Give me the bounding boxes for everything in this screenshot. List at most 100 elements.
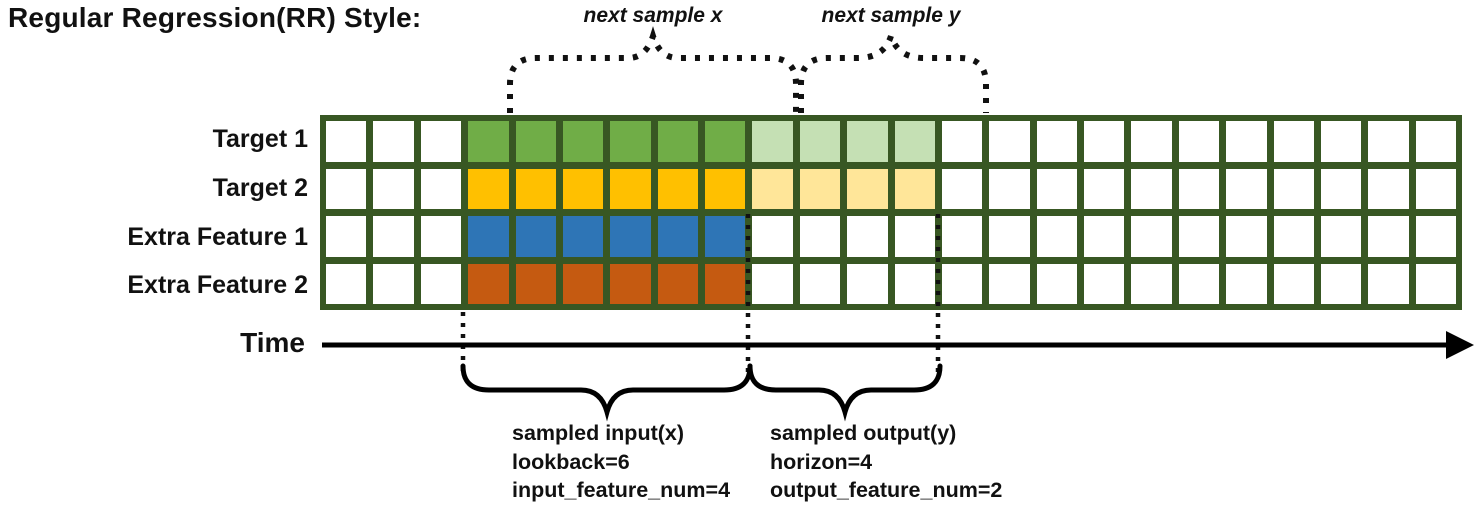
- grid-cell: [941, 168, 983, 209]
- grid-cell: [1368, 263, 1409, 304]
- grid-cell: [1415, 263, 1456, 304]
- grid-cell: [1368, 168, 1409, 209]
- grid-cell: [1368, 216, 1409, 257]
- grid-cell: [1320, 216, 1362, 257]
- grid-cell: [1415, 216, 1456, 257]
- grid-cell: [1036, 263, 1077, 304]
- grid-cell: [1320, 168, 1362, 209]
- grid-cell: [468, 216, 509, 257]
- grid-cell: [468, 121, 509, 162]
- grid-cell: [1084, 216, 1125, 257]
- page-title: Regular Regression(RR) Style:: [8, 2, 422, 33]
- row-label-extra-feature-1: Extra Feature 1: [127, 223, 308, 251]
- grid-cell: [989, 216, 1030, 257]
- next-sample-y-brace: [798, 26, 989, 113]
- grid-cell: [847, 263, 888, 304]
- grid-cell: [1131, 168, 1172, 209]
- grid-cell: [657, 263, 698, 304]
- grid-cell: [799, 121, 841, 162]
- grid-cell: [941, 263, 983, 304]
- grid-cell: [657, 216, 698, 257]
- output-annotation-line: output_feature_num=2: [770, 478, 1003, 502]
- output-annotation-line: horizon=4: [770, 449, 873, 474]
- grid-cell: [752, 168, 793, 209]
- grid-cell: [1226, 121, 1267, 162]
- grid-cell: [420, 263, 462, 304]
- grid-cell: [752, 216, 793, 257]
- grid-cell: [420, 121, 462, 162]
- grid-cell: [799, 168, 841, 209]
- grid-cell: [1178, 121, 1220, 162]
- grid-cell: [657, 168, 698, 209]
- grid-cell: [989, 168, 1030, 209]
- grid-cell: [847, 216, 888, 257]
- grid-cell: [562, 121, 604, 162]
- input-annotation-line: input_feature_num=4: [512, 478, 731, 502]
- grid-cell: [562, 168, 604, 209]
- grid-cell: [515, 216, 556, 257]
- grid-cell: [1131, 216, 1172, 257]
- grid-cell: [1226, 216, 1267, 257]
- grid-cell: [468, 168, 509, 209]
- grid-cell: [373, 216, 414, 257]
- output-annotation-line: sampled output(y): [770, 421, 957, 445]
- grid-cell: [420, 216, 462, 257]
- time-axis-arrowhead-icon: [1446, 331, 1474, 359]
- grid-cell: [1273, 263, 1314, 304]
- output-annotation: sampled output(y) horizon=4 output_featu…: [770, 419, 1002, 505]
- grid-cell: [515, 121, 556, 162]
- grid-cell: [1226, 168, 1267, 209]
- grid-cell: [1415, 168, 1456, 209]
- next-sample-x-label: next sample x: [583, 4, 723, 27]
- grid-cell: [562, 263, 604, 304]
- grid-cell: [799, 216, 841, 257]
- grid-cell: [705, 263, 746, 304]
- grid-cell: [705, 168, 746, 209]
- grid-cell: [1131, 121, 1172, 162]
- grid-cell: [1084, 168, 1125, 209]
- grid-cell: [326, 121, 367, 162]
- grid-cell: [326, 168, 367, 209]
- grid-cell: [1036, 121, 1077, 162]
- grid-cell: [373, 121, 414, 162]
- grid-cell: [941, 216, 983, 257]
- grid-cell: [1178, 263, 1220, 304]
- grid-cell: [1178, 168, 1220, 209]
- grid-cell: [373, 168, 414, 209]
- grid-cell: [989, 263, 1030, 304]
- grid-cell: [847, 168, 888, 209]
- input-annotation: sampled input(x) lookback=6 input_featur…: [512, 419, 730, 505]
- grid-cell: [373, 263, 414, 304]
- grid-cell: [1415, 121, 1456, 162]
- grid-cell: [894, 263, 935, 304]
- grid-cell: [1226, 263, 1267, 304]
- grid-cell: [515, 263, 556, 304]
- grid-cell: [1273, 121, 1314, 162]
- next-sample-x-brace: [507, 26, 799, 113]
- input-annotation-line: sampled input(x): [512, 421, 685, 445]
- time-label: Time: [240, 327, 305, 358]
- grid-cell: [610, 216, 651, 257]
- grid-cell: [989, 121, 1030, 162]
- grid-cell: [562, 216, 604, 257]
- row-label-target-2: Target 2: [212, 174, 308, 202]
- grid-cell: [894, 121, 935, 162]
- grid-cell: [1320, 121, 1362, 162]
- grid-cell: [1320, 263, 1362, 304]
- grid-cell: [610, 168, 651, 209]
- grid-cell: [326, 216, 367, 257]
- grid-cell: [1368, 121, 1409, 162]
- grid-cell: [326, 263, 367, 304]
- grid-cell: [894, 168, 935, 209]
- grid-cell: [515, 168, 556, 209]
- grid-cell: [1084, 263, 1125, 304]
- sampled-output-brace: [747, 363, 943, 422]
- grid-cell: [752, 263, 793, 304]
- grid-cell: [1084, 121, 1125, 162]
- grid-cell: [1273, 168, 1314, 209]
- grid-cell: [705, 216, 746, 257]
- sampled-input-brace: [460, 363, 753, 422]
- grid-cell: [752, 121, 793, 162]
- grid-cell: [1178, 216, 1220, 257]
